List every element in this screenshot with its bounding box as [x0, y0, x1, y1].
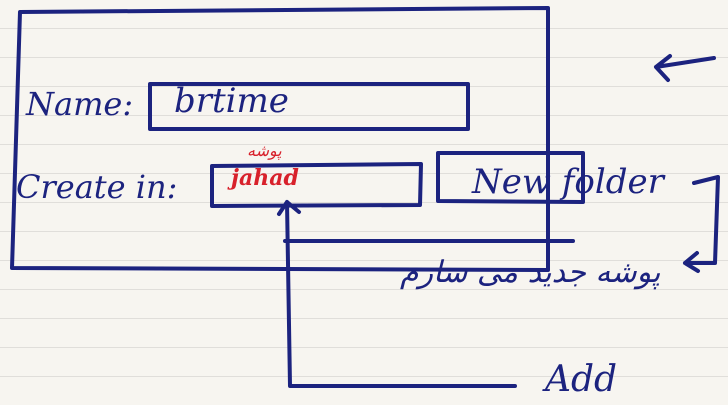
add-label: Add: [545, 359, 618, 400]
create-in-label: Create in:: [16, 168, 178, 206]
new-folder-button-label: New folder: [472, 162, 664, 202]
persian-note: پوشه جدید می سازم: [400, 255, 661, 290]
new-folder-button-box: [436, 151, 585, 204]
name-input-box: [148, 82, 470, 131]
name-value: brtime: [174, 81, 289, 121]
dialog-frame: [10, 6, 550, 272]
create-in-input-box: [210, 162, 423, 208]
folder-value-persian: پوشه: [247, 141, 282, 160]
add-arrow-path: [277, 200, 517, 388]
bracket-to-persian-note: [683, 175, 720, 273]
name-label: Name:: [26, 85, 134, 123]
folder-value-latin: jahad: [231, 165, 299, 191]
arrow-left-top: [654, 54, 716, 82]
